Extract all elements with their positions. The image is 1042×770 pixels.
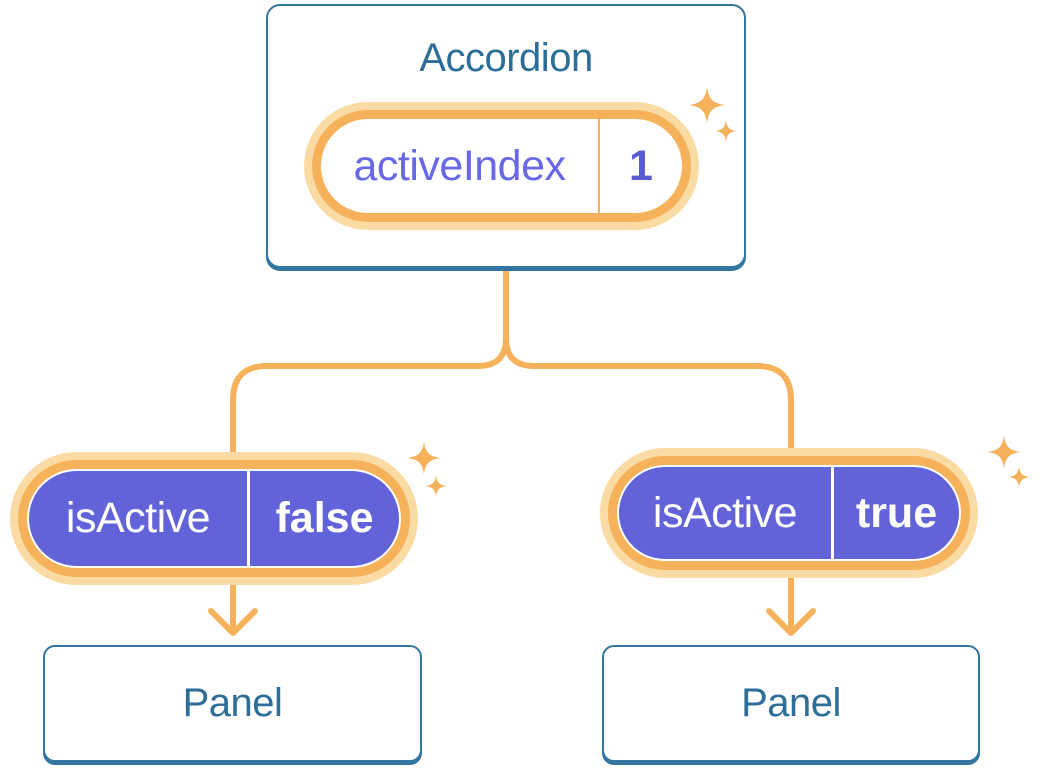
sparkle-icon xyxy=(987,435,1021,469)
sparkle-icon xyxy=(689,87,725,123)
connector-right-branch xyxy=(503,261,794,632)
sparkle-icon xyxy=(425,475,447,497)
sparkle-icon xyxy=(407,441,441,475)
arrow-down-left-icon xyxy=(208,608,258,636)
arrow-down-right-icon xyxy=(766,608,816,636)
sparkle-icon xyxy=(715,120,737,142)
sparkle-icon xyxy=(1008,466,1030,488)
